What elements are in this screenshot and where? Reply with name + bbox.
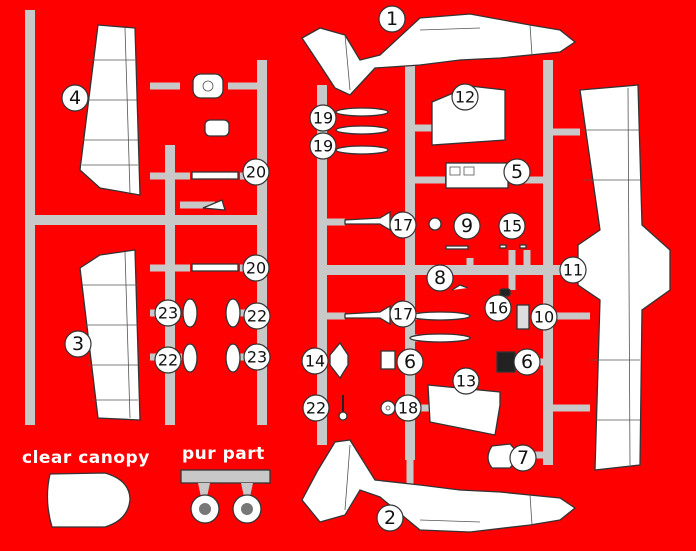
- part-number-20b: 20: [242, 254, 270, 282]
- svg-text:17: 17: [393, 216, 413, 235]
- svg-text:19: 19: [313, 137, 333, 156]
- part-number-8: 8: [426, 264, 454, 292]
- part-number-22a: 22: [243, 302, 271, 330]
- part-number-13: 13: [452, 367, 480, 395]
- svg-text:7: 7: [517, 447, 529, 469]
- part-number-12: 12: [451, 83, 479, 111]
- pur-part-label: pur part: [182, 444, 265, 464]
- part-number-6b: 6: [513, 348, 541, 376]
- svg-text:22: 22: [306, 399, 326, 418]
- svg-text:10: 10: [534, 308, 554, 327]
- part-number-15: 15: [498, 212, 526, 240]
- svg-text:6: 6: [404, 351, 416, 373]
- part-number-19b: 19: [309, 132, 337, 160]
- fuselage-right-half: [301, 439, 577, 533]
- svg-text:11: 11: [563, 261, 583, 280]
- part-number-11: 11: [559, 256, 587, 284]
- part-number-18: 18: [394, 394, 422, 422]
- svg-text:19: 19: [313, 109, 333, 128]
- svg-text:12: 12: [455, 88, 475, 107]
- wing-upper-left: [79, 24, 141, 196]
- part-number-22c: 22: [302, 394, 330, 422]
- svg-text:20: 20: [246, 163, 266, 182]
- part-number-20a: 20: [242, 158, 270, 186]
- svg-text:23: 23: [158, 304, 178, 323]
- svg-text:23: 23: [247, 348, 267, 367]
- small-parts-left: [182, 73, 241, 373]
- part-number-5: 5: [503, 158, 531, 186]
- small-parts-right: [329, 85, 530, 469]
- clear-canopy-part: [46, 472, 131, 528]
- part-number-17a: 17: [389, 211, 417, 239]
- pur-part-wheels: [180, 469, 271, 524]
- part-number-19a: 19: [309, 104, 337, 132]
- wing-full: [577, 84, 671, 471]
- svg-text:2: 2: [384, 507, 396, 529]
- part-number-9: 9: [453, 212, 481, 240]
- svg-text:22: 22: [247, 307, 267, 326]
- svg-text:15: 15: [502, 217, 522, 236]
- part-number-14: 14: [301, 347, 329, 375]
- svg-text:13: 13: [456, 372, 476, 391]
- clear-canopy-label: clear canopy: [22, 448, 150, 468]
- svg-text:20: 20: [246, 259, 266, 278]
- svg-text:18: 18: [398, 399, 418, 418]
- part-number-22b: 22: [154, 346, 182, 374]
- part-number-16: 16: [484, 294, 512, 322]
- svg-text:3: 3: [72, 333, 84, 355]
- svg-text:4: 4: [69, 87, 81, 109]
- part-number-10: 10: [530, 303, 558, 331]
- part-number-2: 2: [376, 504, 404, 532]
- fuselage-left-half: [301, 13, 577, 96]
- part-number-1: 1: [378, 5, 406, 33]
- svg-text:6: 6: [521, 351, 533, 373]
- svg-text:16: 16: [488, 299, 508, 318]
- part-number-7: 7: [509, 444, 537, 472]
- part-number-3: 3: [64, 330, 92, 358]
- part-number-4: 4: [61, 84, 89, 112]
- svg-text:9: 9: [461, 215, 473, 237]
- svg-text:8: 8: [434, 267, 446, 289]
- svg-text:1: 1: [386, 8, 398, 30]
- svg-text:5: 5: [511, 161, 523, 183]
- part-number-17b: 17: [389, 300, 417, 328]
- part-number-23a: 23: [154, 299, 182, 327]
- svg-text:17: 17: [393, 305, 413, 324]
- svg-text:14: 14: [305, 352, 325, 371]
- part-number-6a: 6: [396, 348, 424, 376]
- part-number-23b: 23: [243, 343, 271, 371]
- svg-text:22: 22: [158, 351, 178, 370]
- wing-lower-left: [79, 249, 141, 421]
